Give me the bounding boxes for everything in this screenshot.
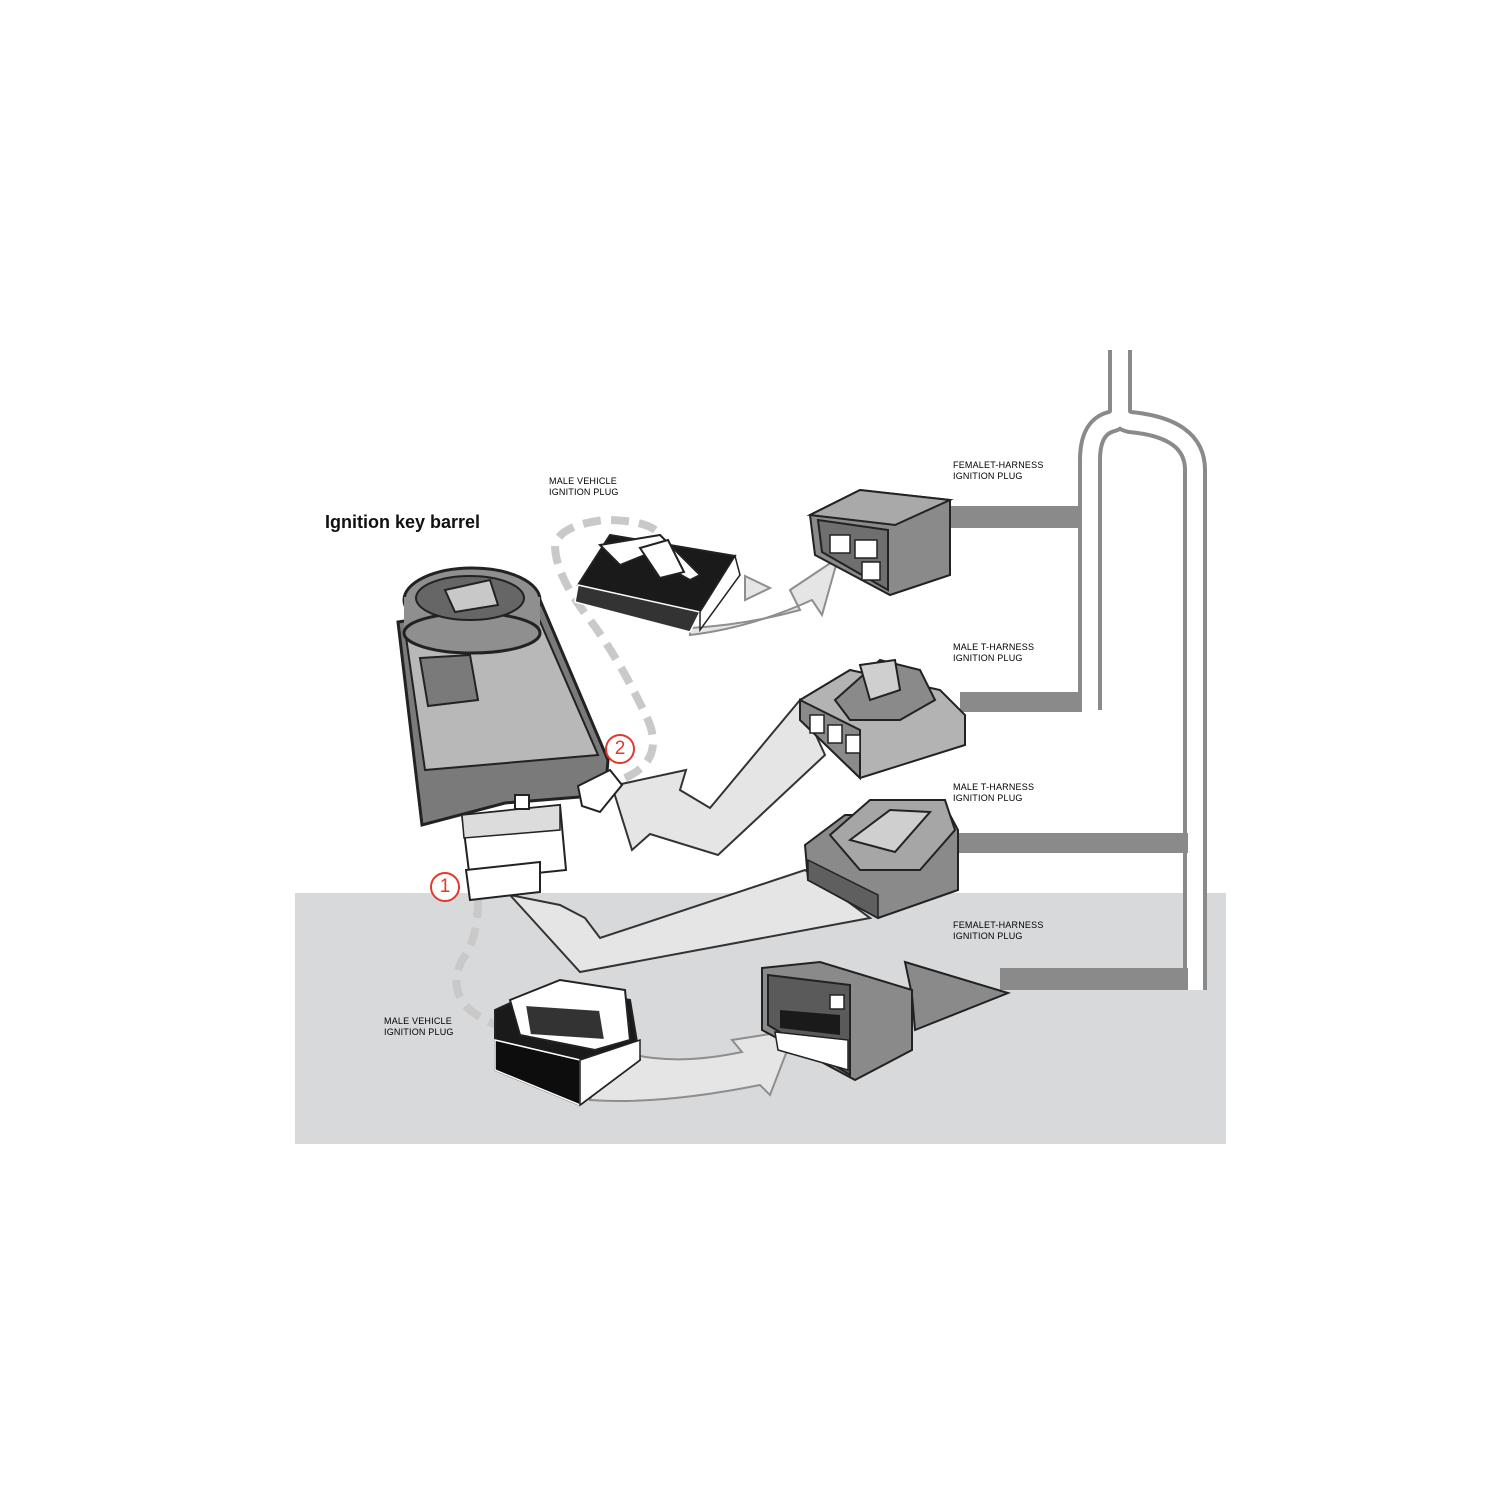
female-t-harness-plug-bottom bbox=[761, 960, 1012, 1082]
label-line: MALE T-HARNESS bbox=[953, 782, 1035, 792]
female-t-harness-plug-top bbox=[806, 488, 954, 597]
label-line: IGNITION PLUG bbox=[953, 653, 1023, 663]
label-line: IGNITION PLUG bbox=[384, 1027, 454, 1037]
dashed-path-1 bbox=[452, 899, 501, 1029]
callout-1-badge: 1 bbox=[430, 872, 460, 902]
male-t-harness-plug-lower bbox=[803, 799, 959, 920]
label-male-t-mid: MALE T-HARNESS IGNITION PLUG bbox=[953, 642, 1034, 664]
label-male-t-lower: MALE T-HARNESS IGNITION PLUG bbox=[953, 782, 1034, 804]
arrow-mid bbox=[610, 698, 827, 857]
label-line: FEMALET-HARNESS bbox=[953, 460, 1044, 470]
label-line: FEMALET-HARNESS bbox=[953, 920, 1044, 930]
label-male-vehicle-bottom: MALE VEHICLE IGNITION PLUG bbox=[384, 1016, 454, 1038]
label-line: IGNITION PLUG bbox=[953, 471, 1023, 481]
label-line: MALE T-HARNESS bbox=[953, 642, 1035, 652]
label-line: MALE VEHICLE bbox=[384, 1016, 452, 1026]
label-male-vehicle-top: MALE VEHICLE IGNITION PLUG bbox=[549, 476, 619, 498]
ignition-key-barrel bbox=[396, 566, 624, 902]
male-vehicle-plug-top bbox=[574, 533, 741, 633]
male-t-harness-plug-mid bbox=[799, 658, 966, 781]
label-line: IGNITION PLUG bbox=[953, 793, 1023, 803]
male-vehicle-plug-bottom bbox=[494, 978, 642, 1107]
arrow-top bbox=[689, 555, 840, 637]
harness-branches bbox=[948, 506, 1188, 990]
label-line: IGNITION PLUG bbox=[953, 931, 1023, 941]
arrow-lower bbox=[507, 868, 873, 974]
callout-2-badge: 2 bbox=[605, 734, 635, 764]
label-female-t-bottom: FEMALET-HARNESS IGNITION PLUG bbox=[953, 920, 1044, 942]
label-female-t-top: FEMALET-HARNESS IGNITION PLUG bbox=[953, 460, 1044, 482]
label-line: MALE VEHICLE bbox=[549, 476, 617, 486]
harness-trunk bbox=[1078, 350, 1207, 990]
arrow-bottom bbox=[588, 1028, 797, 1102]
label-line: IGNITION PLUG bbox=[549, 487, 619, 497]
dashed-path-2 bbox=[550, 515, 664, 782]
diagram-title: Ignition key barrel bbox=[325, 512, 481, 532]
